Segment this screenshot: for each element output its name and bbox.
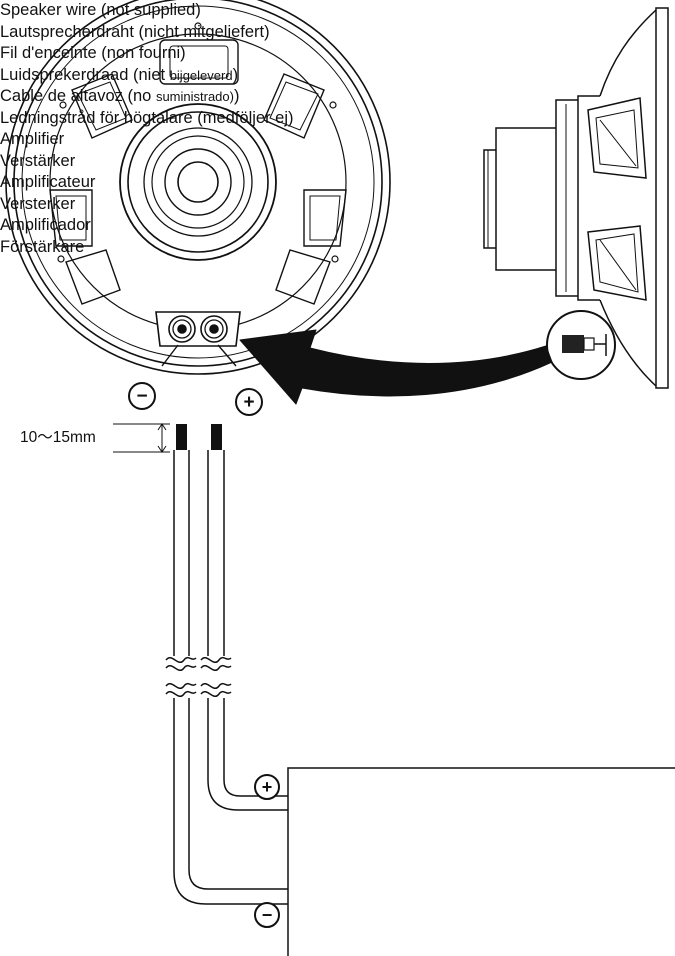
amplifier-label-fr: Amplificateur xyxy=(0,173,96,191)
caption-line-de: Lautsprecherdraht (nicht mitgeliefert) xyxy=(0,22,270,41)
terminal-detail-callout xyxy=(546,310,616,380)
negative-symbol-amplifier: − xyxy=(254,902,280,928)
stripped-wire-ends xyxy=(176,424,222,450)
speaker-wire-cable xyxy=(165,450,288,905)
speaker-wire-caption: Speaker wire (not supplied) Lautsprecher… xyxy=(0,0,675,129)
strip-length-label: 10～15mm xyxy=(20,429,96,446)
svg-text:−: − xyxy=(136,386,147,407)
pointer-arrow xyxy=(239,329,553,405)
amplifier-label-de: Verstärker xyxy=(0,151,76,170)
svg-text:−: − xyxy=(262,905,273,925)
negative-symbol-terminal: − xyxy=(128,382,156,410)
positive-symbol-amplifier: + xyxy=(254,774,280,800)
amplifier-label-sv: Förstärkare xyxy=(0,237,85,256)
amplifier-label-nl: Versterker xyxy=(0,194,76,213)
positive-symbol-terminal: + xyxy=(235,388,263,416)
caption-line-nl: Luidsprekerdraad (niet bijgeleverd) xyxy=(0,65,239,84)
svg-text:+: + xyxy=(243,392,254,413)
positive-terminal-post xyxy=(200,315,228,343)
negative-terminal-post xyxy=(168,315,196,343)
amplifier-box xyxy=(287,767,675,956)
caption-line-en: Speaker wire (not supplied) xyxy=(0,1,201,19)
svg-text:+: + xyxy=(262,777,273,797)
strip-length-dimension xyxy=(113,423,170,453)
amplifier-label-es: Amplificador xyxy=(0,216,91,234)
caption-line-sv: Ledningstråd för högtalare (medföljer ej… xyxy=(0,108,294,127)
caption-line-es: Cable de altavoz (no suministrado)) xyxy=(0,87,240,105)
amplifier-label-en: Amplifier xyxy=(0,130,65,148)
speaker-rear-view xyxy=(5,0,391,375)
amplifier-labels: Amplifier Verstärker Amplificateur Verst… xyxy=(0,129,675,258)
caption-line-fr: Fil d'enceinte (non fourni) xyxy=(0,44,186,62)
speaker-side-view xyxy=(483,7,669,389)
